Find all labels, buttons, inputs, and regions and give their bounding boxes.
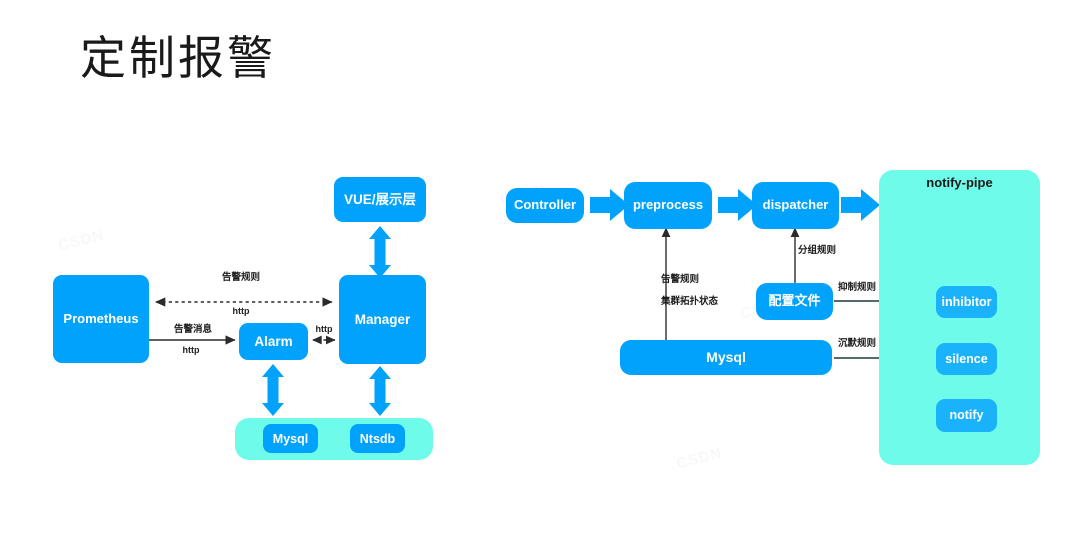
- edge-label-group-rule: 分组规则: [798, 245, 837, 256]
- node-dispatcher[interactable]: dispatcher: [752, 182, 839, 229]
- node-manager[interactable]: Manager: [339, 275, 426, 364]
- node-mysql-right[interactable]: Mysql: [620, 340, 832, 375]
- edge-label-http-mid: http: [182, 345, 200, 355]
- watermark: CSDN: [674, 444, 724, 473]
- edge-label-http-alarm-manager: http: [315, 324, 333, 334]
- edge-label-http-top: http: [232, 306, 250, 316]
- edge-label-cluster-topology: 集群拓扑状态: [661, 296, 719, 307]
- page-title: 定制报警: [80, 32, 276, 84]
- node-alarm[interactable]: Alarm: [239, 323, 308, 360]
- notify-pipe-label: notify-pipe: [926, 175, 993, 190]
- edge-label-alarm-msg: 告警消息: [173, 324, 212, 335]
- node-silence[interactable]: silence: [936, 343, 997, 375]
- edge-label-inhibit-rule: 抑制规则: [838, 282, 877, 293]
- node-inhibitor[interactable]: inhibitor: [936, 286, 997, 318]
- node-ntsdb[interactable]: Ntsdb: [350, 424, 405, 453]
- node-controller[interactable]: Controller: [506, 188, 584, 223]
- node-preprocess[interactable]: preprocess: [624, 182, 712, 229]
- node-mysql-left[interactable]: Mysql: [263, 424, 318, 453]
- node-notify[interactable]: notify: [936, 399, 997, 432]
- node-config-file[interactable]: 配置文件: [756, 283, 833, 320]
- edge-label-alarm-rule: 告警规则: [221, 272, 260, 283]
- edge-label-alarm-rule-right: 告警规则: [661, 274, 700, 285]
- edge-label-silence-rule: 沉默规则: [838, 338, 877, 349]
- node-vue[interactable]: VUE/展示层: [334, 177, 426, 222]
- watermark: CSDN: [56, 226, 106, 255]
- node-prometheus[interactable]: Prometheus: [53, 275, 149, 363]
